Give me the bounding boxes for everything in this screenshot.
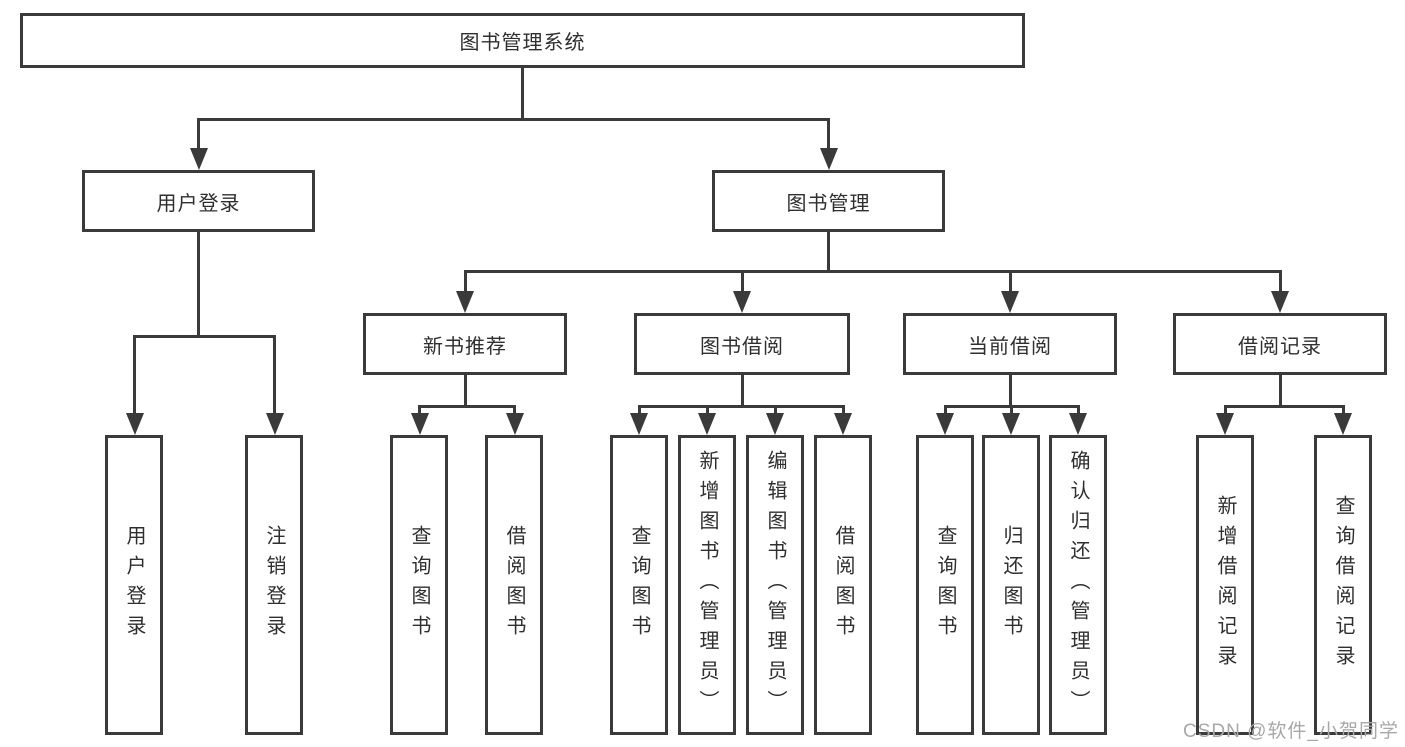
leaf-query-borrow-record: 查询借阅记录 (1314, 435, 1372, 735)
node-label: 用户登录 (123, 525, 145, 645)
arrow-down-icon (733, 291, 751, 313)
node-book-borrowing: 图书借阅 (634, 313, 850, 375)
leaf-edit-book-admin: 编辑图书（管理员） (746, 435, 804, 735)
connector-line (464, 375, 467, 405)
node-label: 借阅图书 (503, 525, 525, 645)
connector-line (741, 270, 744, 294)
connector-line (842, 405, 845, 417)
leaf-query-books-borrowing: 查询图书 (610, 435, 668, 735)
node-label: 新增借阅记录 (1214, 495, 1236, 675)
node-label: 新增图书（管理员） (696, 450, 718, 720)
node-library-management-system: 图书管理系统 (20, 13, 1025, 68)
connector-line (741, 375, 744, 405)
connector-line (1077, 405, 1080, 417)
leaf-logout: 注销登录 (245, 435, 303, 735)
leaf-query-books-recommend: 查询图书 (390, 435, 448, 735)
arrow-down-icon (126, 413, 144, 435)
node-label: 确认归还（管理员） (1067, 450, 1089, 720)
connector-line (1224, 405, 1345, 408)
connector-line (944, 405, 947, 417)
node-label: 图书管理系统 (459, 32, 586, 54)
node-label: 注销登录 (263, 525, 285, 645)
connector-line (1009, 375, 1012, 405)
connector-line (1010, 405, 1013, 417)
node-label: 查询图书 (408, 525, 430, 645)
leaf-user-login: 用户登录 (105, 435, 163, 735)
connector-line (464, 270, 467, 294)
connector-line (464, 270, 1281, 273)
arrow-down-icon (1216, 413, 1234, 435)
node-label: 当前借阅 (968, 335, 1052, 358)
arrow-down-icon (456, 291, 474, 313)
arrow-down-icon (266, 413, 284, 435)
node-user-login: 用户登录 (82, 170, 315, 232)
node-label: 图书借阅 (700, 335, 784, 358)
node-current-borrowing: 当前借阅 (903, 313, 1117, 375)
arrow-down-icon (1002, 413, 1020, 435)
arrow-down-icon (1001, 291, 1019, 313)
leaf-borrow-books: 借阅图书 (814, 435, 872, 735)
connector-line (774, 405, 777, 417)
connector-line (418, 405, 516, 408)
connector-line (418, 405, 421, 417)
connector-line (197, 118, 830, 121)
leaf-add-borrow-record: 新增借阅记录 (1196, 435, 1254, 735)
connector-line (197, 232, 200, 338)
connector-line (1342, 405, 1345, 417)
arrow-down-icon (1069, 413, 1087, 435)
node-new-book-recommend: 新书推荐 (363, 313, 567, 375)
node-label: 查询借阅记录 (1332, 495, 1354, 675)
connector-line (638, 405, 641, 417)
node-label: 借阅图书 (832, 525, 854, 645)
node-label: 图书管理 (786, 192, 871, 215)
leaf-confirm-return-admin: 确认归还（管理员） (1049, 435, 1107, 735)
connector-line (638, 405, 845, 408)
node-borrowing-records: 借阅记录 (1173, 313, 1387, 375)
node-label: 归还图书 (1000, 525, 1022, 645)
arrow-down-icon (936, 413, 954, 435)
csdn-watermark: CSDN @软件_小贺同学 (1183, 721, 1399, 742)
arrow-down-icon (1271, 291, 1289, 313)
connector-line (273, 335, 276, 415)
connector-line (706, 405, 709, 417)
node-label: 借阅记录 (1238, 335, 1322, 358)
node-label: 编辑图书（管理员） (764, 450, 786, 720)
connector-line (197, 118, 200, 152)
node-label: 查询图书 (628, 525, 650, 645)
arrow-down-icon (1334, 413, 1352, 435)
connector-line (1279, 270, 1282, 294)
arrow-down-icon (834, 413, 852, 435)
connector-line (133, 335, 136, 415)
arrow-down-icon (766, 413, 784, 435)
leaf-borrow-books-recommend: 借阅图书 (485, 435, 543, 735)
arrow-down-icon (698, 413, 716, 435)
connector-line (1224, 405, 1227, 417)
connector-line (1279, 375, 1282, 405)
node-label: 新书推荐 (423, 335, 507, 358)
arrow-down-icon (820, 148, 838, 170)
connector-line (513, 405, 516, 417)
arrow-down-icon (411, 413, 429, 435)
leaf-add-book-admin: 新增图书（管理员） (678, 435, 736, 735)
leaf-return-book: 归还图书 (982, 435, 1040, 735)
arrow-down-icon (506, 413, 524, 435)
arrow-down-icon (190, 148, 208, 170)
connector-line (521, 68, 524, 120)
connector-line (827, 118, 830, 152)
node-label: 查询图书 (934, 525, 956, 645)
connector-line (827, 232, 830, 270)
node-label: 用户登录 (156, 192, 241, 215)
connector-line (133, 335, 276, 338)
arrow-down-icon (630, 413, 648, 435)
leaf-query-books-current: 查询图书 (916, 435, 974, 735)
connector-line (1009, 270, 1012, 294)
node-book-management: 图书管理 (712, 170, 945, 232)
